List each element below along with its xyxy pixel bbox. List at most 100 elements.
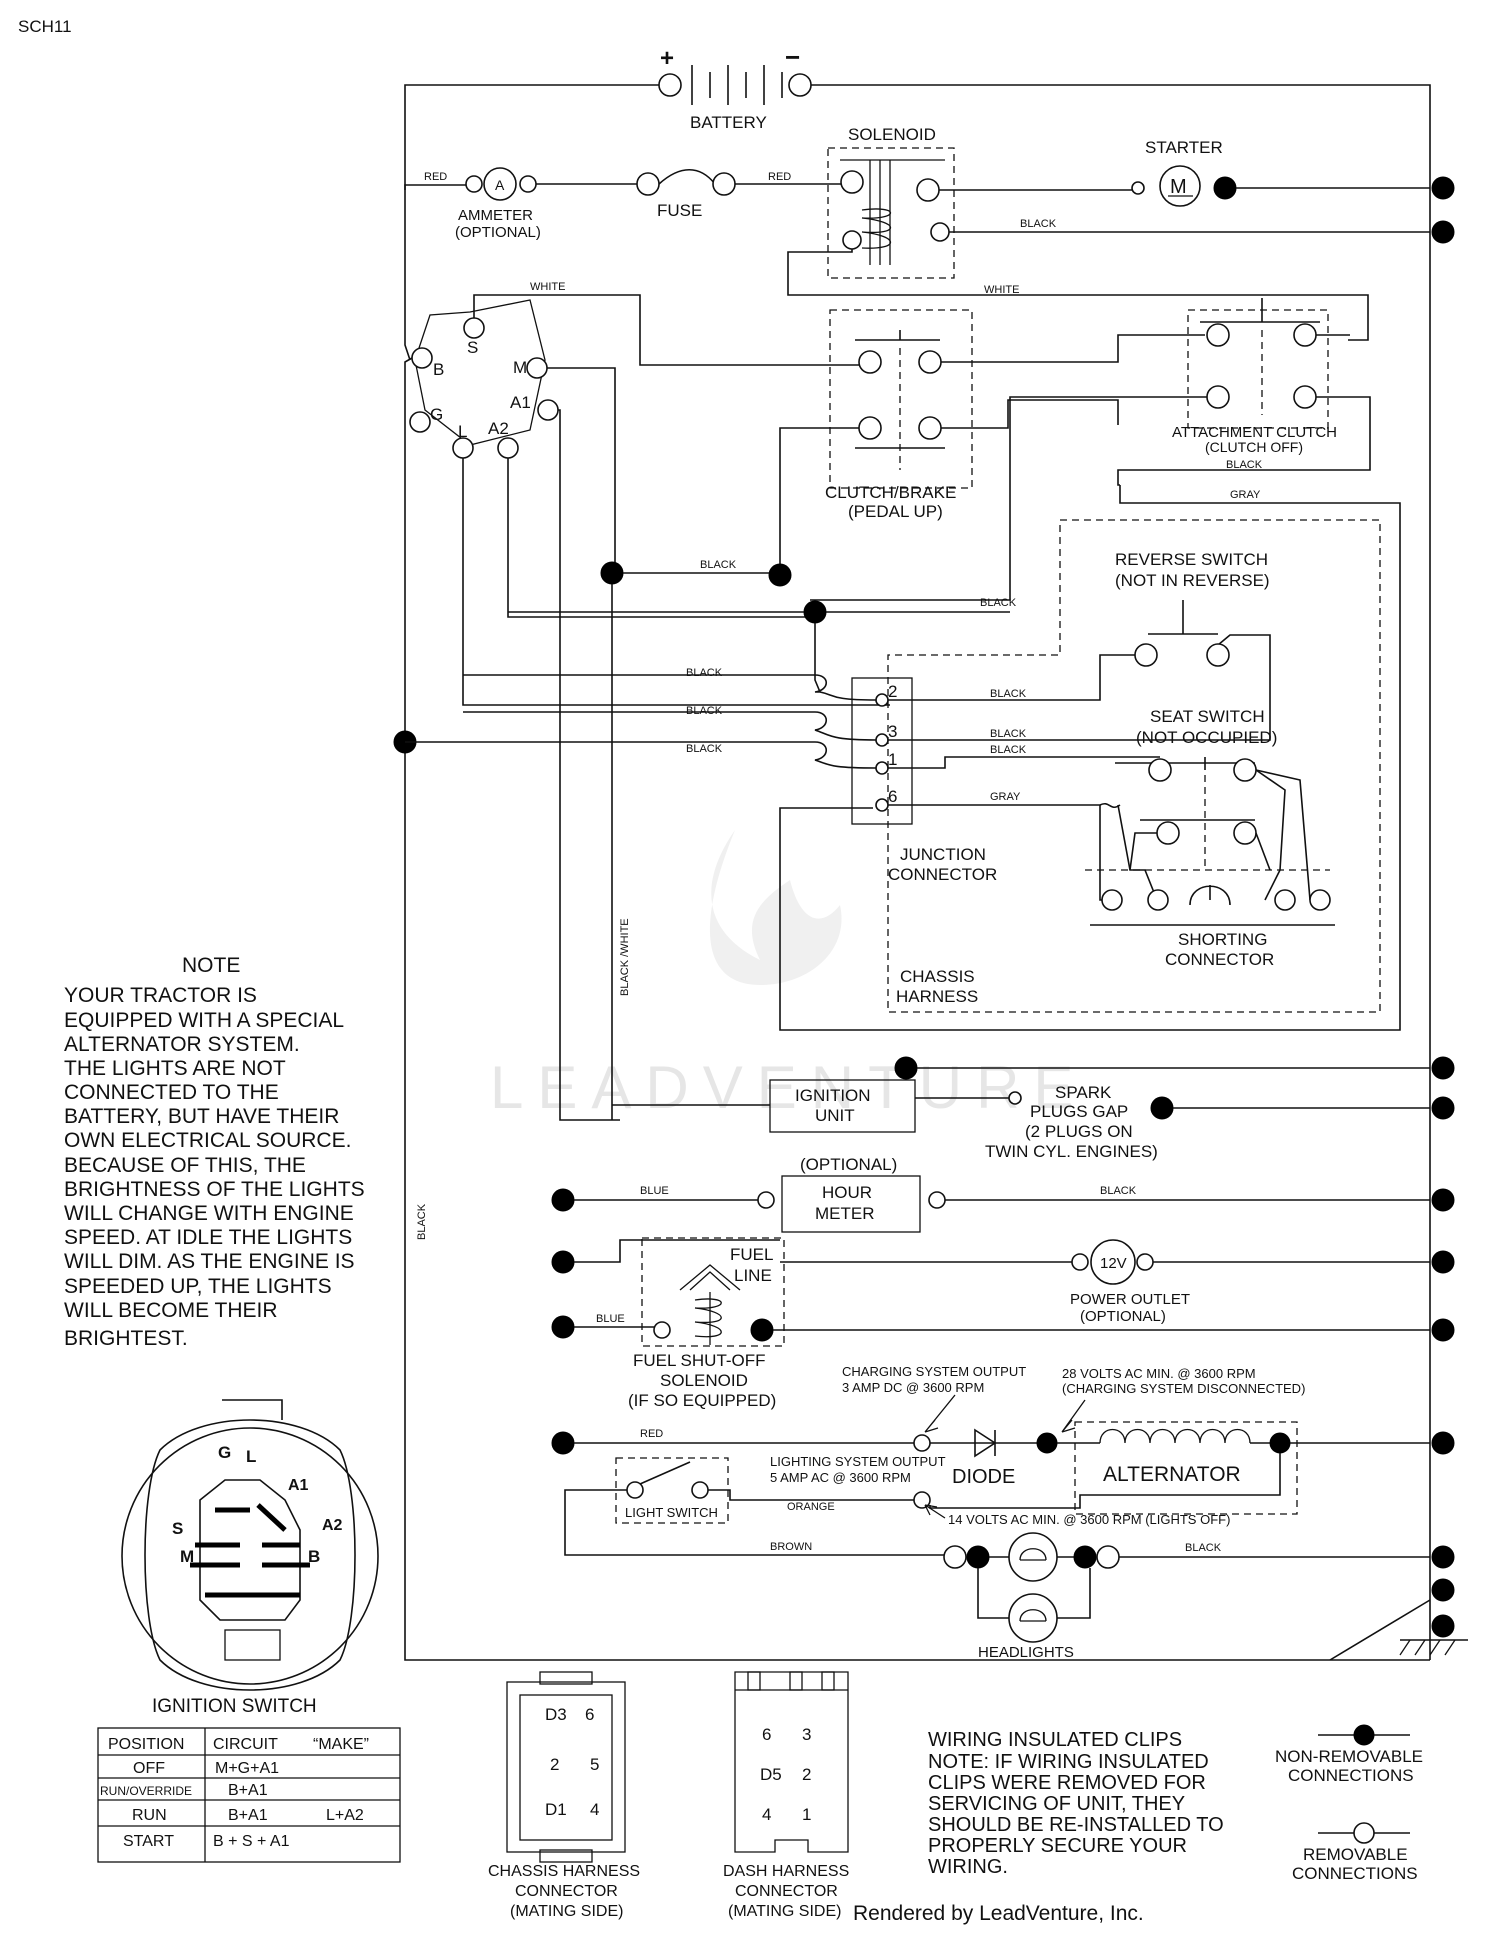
note-line: OWN ELECTRICAL SOURCE. <box>64 1129 351 1152</box>
svg-text:CHARGING SYSTEM OUTPUT: CHARGING SYSTEM OUTPUT <box>842 1364 1026 1379</box>
svg-text:6: 6 <box>888 787 897 806</box>
spark-plugs: SPARK PLUGS GAP (2 PLUGS ON TWIN CYL. EN… <box>985 1083 1455 1161</box>
svg-text:5: 5 <box>590 1755 599 1774</box>
battery-minus-sign: − <box>785 42 800 72</box>
svg-text:HOUR: HOUR <box>822 1183 872 1202</box>
fuel-solenoid-coil-icon <box>694 1298 722 1338</box>
svg-text:WIRING.: WIRING. <box>928 1856 1008 1878</box>
terminal-g: G <box>430 405 443 424</box>
battery-negative-terminal <box>788 73 812 97</box>
note-line: YOUR TRACTOR IS <box>64 984 257 1007</box>
note-line: BECAUSE OF THIS, THE <box>64 1154 306 1177</box>
battery-cells-icon <box>691 65 783 105</box>
svg-text:D3: D3 <box>545 1705 567 1724</box>
svg-text:A2: A2 <box>322 1517 343 1534</box>
svg-text:A: A <box>495 177 505 193</box>
fuse-label: FUSE <box>657 201 702 220</box>
fuse-terminal-left <box>636 172 660 196</box>
diode-label: DIODE <box>952 1466 1015 1488</box>
svg-text:LINE: LINE <box>734 1266 772 1285</box>
svg-text:BLACK: BLACK <box>980 597 1017 609</box>
svg-text:14 VOLTS AC MIN. @ 3600 RPM (L: 14 VOLTS AC MIN. @ 3600 RPM (LIGHTS OFF) <box>948 1512 1230 1527</box>
svg-text:CONNECTOR: CONNECTOR <box>735 1883 838 1900</box>
svg-text:4: 4 <box>762 1805 771 1824</box>
chassis-harness-connector: D3 6 2 5 D1 4 CHASSIS HARNESS CONNECTOR … <box>488 1671 640 1920</box>
svg-text:BLACK: BLACK <box>686 705 723 717</box>
chassis-harness-boundary <box>887 519 1381 1013</box>
svg-text:6: 6 <box>585 1705 594 1724</box>
terminal-a1: A1 <box>510 393 531 412</box>
svg-text:4: 4 <box>590 1800 599 1819</box>
svg-text:(2 PLUGS ON: (2 PLUGS ON <box>1025 1122 1133 1141</box>
headlight-upper-icon <box>1008 1532 1058 1582</box>
svg-text:CONNECTIONS: CONNECTIONS <box>1292 1864 1418 1883</box>
svg-text:S: S <box>172 1519 183 1538</box>
note-line: WILL CHANGE WITH ENGINE <box>64 1202 354 1225</box>
svg-text:REMOVABLE: REMOVABLE <box>1303 1845 1408 1864</box>
svg-text:CHASSIS HARNESS: CHASSIS HARNESS <box>488 1863 640 1880</box>
svg-text:METER: METER <box>815 1204 875 1223</box>
reverse-switch-label: REVERSE SWITCH <box>1115 550 1268 569</box>
starter: M STARTER <box>1131 138 1430 207</box>
alternator-coil-icon <box>1099 1428 1251 1444</box>
svg-text:B: B <box>308 1547 320 1566</box>
svg-text:L: L <box>246 1447 256 1466</box>
note-line: WILL DIM. AS THE ENGINE IS <box>64 1250 355 1273</box>
svg-text:RED: RED <box>640 1428 663 1440</box>
svg-text:BLACK: BLACK <box>1020 218 1057 230</box>
svg-text:RED: RED <box>768 171 791 183</box>
svg-text:B+A1: B+A1 <box>228 1782 268 1799</box>
ammeter-icon <box>483 167 517 201</box>
light-switch: LIGHT SWITCH BROWN <box>564 1457 958 1556</box>
svg-text:CONNECTIONS: CONNECTIONS <box>1288 1766 1414 1785</box>
svg-text:LIGHTING SYSTEM OUTPUT: LIGHTING SYSTEM OUTPUT <box>770 1454 946 1469</box>
battery-section: + − BATTERY <box>404 42 1431 1660</box>
ignition-switch-face-icon: G L A1 A2 S M B <box>121 1399 379 1691</box>
svg-text:2: 2 <box>802 1765 811 1784</box>
junction-label-1: JUNCTION <box>900 845 986 864</box>
svg-text:FUEL SHUT-OFF: FUEL SHUT-OFF <box>633 1351 766 1370</box>
svg-text:SOLENOID: SOLENOID <box>660 1371 748 1390</box>
svg-text:“MAKE”: “MAKE” <box>313 1736 369 1753</box>
svg-text:DASH HARNESS: DASH HARNESS <box>723 1863 849 1880</box>
shorting-connector-label-1: SHORTING <box>1178 930 1267 949</box>
alternator-label: ALTERNATOR <box>1103 1463 1241 1486</box>
svg-text:BLACK: BLACK <box>1185 1542 1222 1554</box>
note-line: BRIGHTEST. <box>64 1327 188 1350</box>
note-line: ALTERNATOR SYSTEM. <box>64 1033 300 1056</box>
svg-text:2: 2 <box>550 1755 559 1774</box>
ammeter-label: AMMETER <box>458 207 533 224</box>
svg-text:BLACK /WHITE: BLACK /WHITE <box>619 918 631 996</box>
svg-text:M: M <box>180 1547 194 1566</box>
svg-text:28 VOLTS AC MIN. @ 3600 RPM: 28 VOLTS AC MIN. @ 3600 RPM <box>1062 1366 1256 1381</box>
note-line: EQUIPPED WITH A SPECIAL <box>64 1009 344 1032</box>
ignition-unit: IGNITION UNIT <box>612 1079 1022 1133</box>
svg-text:WIRING INSULATED CLIPS: WIRING INSULATED CLIPS <box>928 1729 1182 1751</box>
ammeter-optional-label: (OPTIONAL) <box>455 224 541 241</box>
ignition-switch-title: IGNITION SWITCH <box>152 1696 317 1717</box>
svg-text:M+G+A1: M+G+A1 <box>215 1760 279 1777</box>
svg-text:LIGHT SWITCH: LIGHT SWITCH <box>625 1505 718 1520</box>
non-removable-connection-icon <box>1353 1724 1375 1746</box>
table-row: RUN/OVERRIDE <box>100 1784 192 1798</box>
svg-text:SERVICING OF UNIT, THEY: SERVICING OF UNIT, THEY <box>928 1793 1185 1815</box>
removable-connection-icon <box>1353 1822 1375 1844</box>
terminal-a2: A2 <box>488 419 509 438</box>
svg-text:PLUGS GAP: PLUGS GAP <box>1030 1102 1128 1121</box>
svg-text:D5: D5 <box>760 1765 782 1784</box>
note-line: SPEEDED UP, THE LIGHTS <box>64 1275 332 1298</box>
svg-text:TWIN CYL. ENGINES): TWIN CYL. ENGINES) <box>985 1142 1158 1161</box>
watermark-text: LEADVENTURE <box>490 1054 1087 1121</box>
svg-text:BLACK: BLACK <box>686 667 723 679</box>
ammeter-fuse-line: A RED RED AMMETER (OPTIONAL) FUSE <box>404 167 842 241</box>
battery-plus-sign: + <box>660 45 674 72</box>
alternator-note: NOTE YOUR TRACTOR IS EQUIPPED WITH A SPE… <box>64 954 365 1350</box>
terminal-b: B <box>433 360 444 379</box>
seat-switch-state: (NOT OCCUPIED) <box>1136 728 1277 747</box>
svg-text:B + S + A1: B + S + A1 <box>213 1833 290 1850</box>
headlight-lower-icon <box>1008 1593 1058 1643</box>
seat-switch: SEAT SWITCH (NOT OCCUPIED) SHORTING CONN… <box>1085 707 1335 969</box>
svg-text:BLACK: BLACK <box>1226 459 1263 471</box>
